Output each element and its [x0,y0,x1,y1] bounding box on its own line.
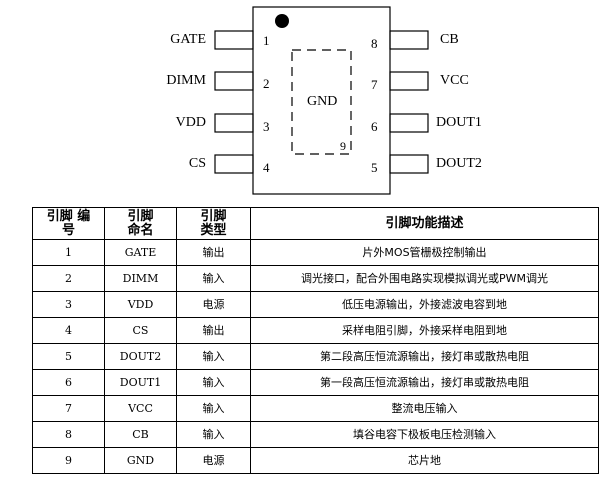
cell-pin-type: 输入 [176,421,251,448]
header-pin-name-line2: 命名 [127,222,154,238]
cell-pin-name: CB [104,421,177,448]
header-pin-number-line1: 引脚 编 [46,208,91,224]
header-pin-type-line1: 引脚 [200,208,227,224]
pin-label-vdd: VDD [175,115,206,130]
pin-label-dout2: DOUT2 [436,156,482,171]
table-row: 4 CS 输出 采样电阻引脚，外接采样电阻到地 [32,317,599,344]
cell-pin-description: 第二段高压恒流源输出，接灯串或散热电阻 [250,343,599,370]
pin1-marker-dot [275,14,289,28]
gnd-pad-label: GND [307,94,338,109]
cell-pin-name: GATE [104,239,177,266]
cell-pin-type: 输出 [176,317,251,344]
pin-description-table: 引脚 编 号 引脚 命名 引脚 类型 引脚功能描述 1 GATE 输出 片外MO… [32,207,599,474]
cell-pin-number: 3 [32,291,105,318]
header-pin-type-line2: 类型 [200,222,227,238]
header-pin-name: 引脚 命名 [104,207,177,240]
pin-stub-2 [214,71,254,91]
table-header-row: 引脚 编 号 引脚 命名 引脚 类型 引脚功能描述 [32,207,599,240]
pin-stub-6 [389,113,429,133]
cell-pin-description: 采样电阻引脚，外接采样电阻到地 [250,317,599,344]
cell-pin-number: 5 [32,343,105,370]
cell-pin-name: VCC [104,395,177,422]
pin-number-4: 4 [263,160,270,175]
pin-number-2: 2 [263,76,270,91]
header-pin-number: 引脚 编 号 [32,207,105,240]
cell-pin-description: 填谷电容下极板电压检测输入 [250,421,599,448]
cell-pin-type: 输入 [176,265,251,292]
cell-pin-description: 调光接口，配合外围电路实现模拟调光或PWM调光 [250,265,599,292]
pin-label-dimm: DIMM [166,73,206,88]
exposed-pad [291,49,352,155]
header-pin-description: 引脚功能描述 [250,207,599,240]
pin-number-7: 7 [371,77,378,92]
cell-pin-description: 整流电压输入 [250,395,599,422]
pin-label-cb: CB [440,32,459,47]
cell-pin-description: 芯片地 [250,447,599,474]
pin-label-dout1: DOUT1 [436,115,482,130]
table-row: 8 CB 输入 填谷电容下极板电压检测输入 [32,421,599,448]
table-row: 7 VCC 输入 整流电压输入 [32,395,599,422]
cell-pin-number: 6 [32,369,105,396]
table-row: 6 DOUT1 输入 第一段高压恒流源输出，接灯串或散热电阻 [32,369,599,396]
cell-pin-number: 1 [32,239,105,266]
cell-pin-name: CS [104,317,177,344]
package-diagram: GATE DIMM VDD CS 1 2 3 4 8 7 6 5 CB VCC … [0,0,608,200]
cell-pin-name: GND [104,447,177,474]
package-outline [214,6,429,195]
pin-number-6: 6 [371,119,378,134]
table-row: 2 DIMM 输入 调光接口，配合外围电路实现模拟调光或PWM调光 [32,265,599,292]
pin-stub-7 [389,71,429,91]
cell-pin-type: 输入 [176,395,251,422]
cell-pin-description: 第一段高压恒流源输出，接灯串或散热电阻 [250,369,599,396]
cell-pin-type: 输入 [176,343,251,370]
pin-stub-1 [214,30,254,50]
cell-pin-type: 电源 [176,291,251,318]
cell-pin-number: 4 [32,317,105,344]
header-pin-name-line1: 引脚 [127,208,154,224]
pin-stub-3 [214,113,254,133]
header-pin-type: 引脚 类型 [176,207,251,240]
pin-stub-4 [214,154,254,174]
pin-label-cs: CS [188,156,206,171]
ic-body [252,6,391,195]
cell-pin-number: 2 [32,265,105,292]
pin-number-8: 8 [371,36,378,51]
pin-stub-8 [389,30,429,50]
cell-pin-type: 输出 [176,239,251,266]
pad-number-9: 9 [340,139,346,153]
cell-pin-description: 低压电源输出，外接滤波电容到地 [250,291,599,318]
header-pin-number-line2: 号 [61,222,75,238]
cell-pin-type: 电源 [176,447,251,474]
cell-pin-name: DIMM [104,265,177,292]
pin-number-1: 1 [263,33,270,48]
pin-label-vcc: VCC [440,73,469,88]
cell-pin-description: 片外MOS管栅极控制输出 [250,239,599,266]
cell-pin-number: 7 [32,395,105,422]
cell-pin-name: DOUT1 [104,369,177,396]
pin-stub-5 [389,154,429,174]
cell-pin-name: VDD [104,291,177,318]
table-row: 3 VDD 电源 低压电源输出，外接滤波电容到地 [32,291,599,318]
pin-number-3: 3 [263,119,270,134]
cell-pin-name: DOUT2 [104,343,177,370]
pin-label-gate: GATE [170,32,206,47]
table-row: 9 GND 电源 芯片地 [32,447,599,474]
table-row: 1 GATE 输出 片外MOS管栅极控制输出 [32,239,599,266]
pin-number-5: 5 [371,160,378,175]
cell-pin-number: 8 [32,421,105,448]
cell-pin-number: 9 [32,447,105,474]
table-row: 5 DOUT2 输入 第二段高压恒流源输出，接灯串或散热电阻 [32,343,599,370]
cell-pin-type: 输入 [176,369,251,396]
